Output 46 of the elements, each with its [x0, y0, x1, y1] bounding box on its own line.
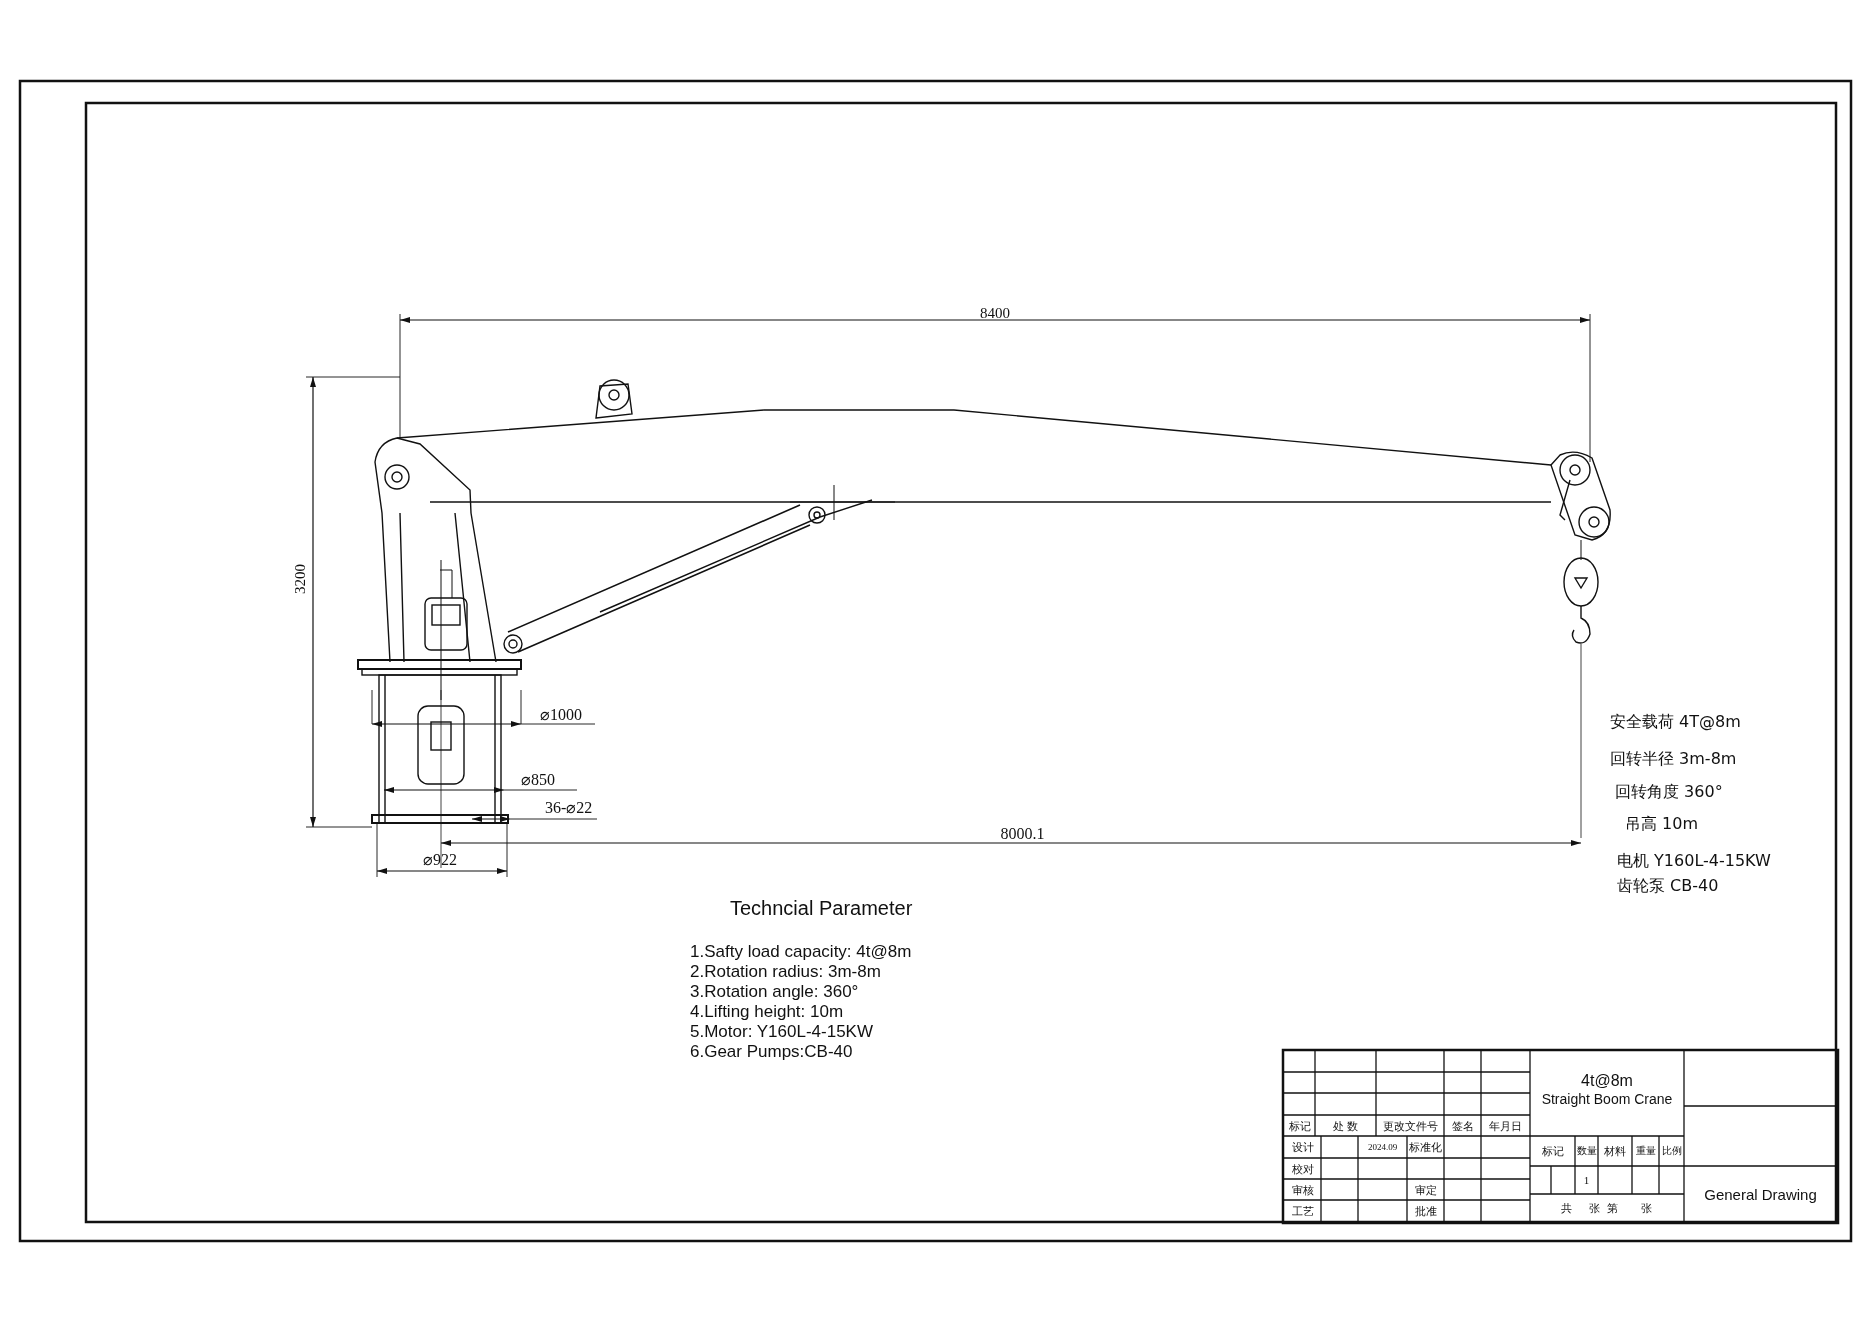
dimension-value: 8400	[980, 305, 1010, 321]
table-cell: 年月日	[1489, 1120, 1522, 1131]
table-cell: 设计	[1292, 1141, 1314, 1153]
drawing-title: Straight Boom Crane	[1541, 1092, 1673, 1106]
parameter-heading: Techncial Parameter	[730, 898, 913, 918]
dimension-value: 3200	[292, 564, 308, 594]
table-cell: 共	[1560, 1202, 1572, 1213]
parameter-item: 5.Motor: Y160L-4-15KW	[690, 1023, 873, 1040]
table-cell: 张	[1640, 1202, 1652, 1213]
spec-note: 回转角度 360°	[1615, 784, 1723, 800]
dimension-value: ⌀850	[521, 772, 555, 788]
parameter-item: 1.Safty load capacity: 4t@8m	[690, 943, 912, 960]
parameter-item: 2.Rotation radius: 3m-8m	[690, 963, 881, 980]
dimension-value: 8000.1	[1000, 825, 1045, 842]
table-cell: 审定	[1414, 1184, 1437, 1195]
table-cell: 张	[1588, 1202, 1600, 1213]
table-cell: 工艺	[1292, 1205, 1314, 1216]
table-cell: 批准	[1414, 1205, 1437, 1216]
drawing-type: General Drawing	[1704, 1186, 1817, 1201]
table-cell: 第	[1606, 1202, 1618, 1213]
table-cell: 材料	[1604, 1145, 1626, 1157]
parameter-item: 3.Rotation angle: 360°	[690, 983, 859, 1000]
spec-note: 安全载荷 4T@8m	[1610, 714, 1741, 730]
table-cell: 重量	[1635, 1146, 1656, 1156]
parameter-item: 6.Gear Pumps:CB-40	[690, 1043, 853, 1060]
spec-note: 回转半径 3m-8m	[1610, 751, 1737, 767]
table-cell: 数量	[1576, 1146, 1597, 1156]
table-cell: 标准化	[1409, 1141, 1442, 1153]
table-cell: 审核	[1292, 1184, 1314, 1195]
parameter-item: 4.Lifting height: 10m	[690, 1003, 844, 1020]
drawing-title: 4t@8m	[1581, 1073, 1633, 1089]
table-cell: 1	[1583, 1174, 1590, 1186]
dimension-value: 36-⌀22	[545, 800, 593, 816]
spec-note: 齿轮泵 CB-40	[1617, 878, 1719, 894]
table-cell: 2024.09	[1367, 1142, 1398, 1152]
dimension-value: ⌀922	[423, 851, 457, 868]
table-cell: 校对	[1292, 1163, 1314, 1174]
spec-note: 吊高 10m	[1625, 816, 1699, 832]
table-cell: 标记	[1289, 1120, 1311, 1131]
spec-note: 电机 Y160L-4-15KW	[1617, 853, 1771, 869]
table-cell: 更改文件号	[1382, 1120, 1438, 1131]
table-cell: 处 数	[1332, 1120, 1359, 1131]
table-cell: 签名	[1451, 1120, 1474, 1131]
dimension-value: ⌀1000	[540, 707, 582, 723]
table-cell: 标记	[1541, 1145, 1564, 1157]
table-cell: 比例	[1661, 1146, 1682, 1156]
